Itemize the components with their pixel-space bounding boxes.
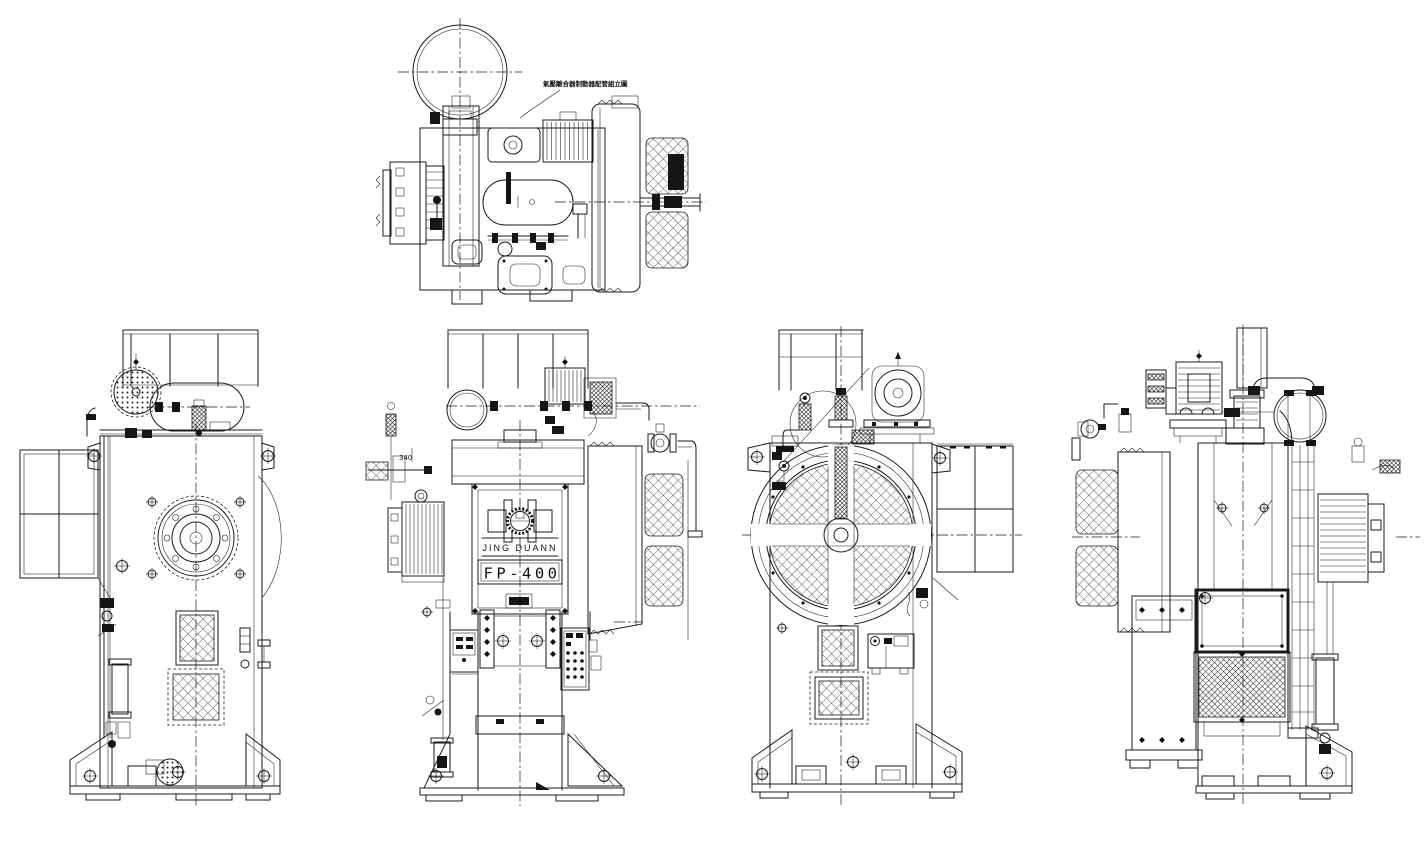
slide-guides xyxy=(479,609,561,669)
railing-front xyxy=(447,329,589,389)
model-plate: FP-400 xyxy=(477,559,563,585)
column-right-view xyxy=(1196,389,1289,787)
body-rear xyxy=(747,442,951,789)
mesh-panel-lower-rear xyxy=(809,671,869,725)
side-motor-front xyxy=(387,489,445,583)
base-rear-view xyxy=(751,723,963,799)
top-pumps xyxy=(451,239,553,295)
clutch-guard-mesh-top xyxy=(645,137,689,269)
platform-left xyxy=(19,449,111,599)
front-view: 340 JING DUANN FP-400 xyxy=(365,329,703,806)
control-box-left xyxy=(449,629,479,673)
dense-mesh-panel xyxy=(1193,651,1291,723)
flywheel-edge-arc xyxy=(257,475,282,599)
annotation-label: 氣壓離合器制動器配管組立圖 xyxy=(543,79,628,88)
drive-shaft-top xyxy=(639,193,701,212)
base-right-view xyxy=(1195,725,1353,800)
hydraulic-unit xyxy=(867,633,915,675)
rear-fittings xyxy=(772,452,929,635)
shaft-end-circle xyxy=(446,389,488,431)
valve-far-left xyxy=(1071,403,1132,461)
columns-and-bed xyxy=(449,611,591,791)
railing-left xyxy=(122,329,259,387)
mesh-panel-upper-left xyxy=(175,610,219,666)
control-panel-right xyxy=(560,627,602,691)
left-column-gadgets xyxy=(420,578,454,778)
base-left-view xyxy=(69,731,281,801)
top-pump-plate xyxy=(487,127,541,163)
guard-diagonal xyxy=(782,367,870,463)
brake-rod-top xyxy=(828,388,875,445)
left-side-view xyxy=(19,329,282,806)
top-motor-fins xyxy=(542,111,594,163)
mesh-panel-lower-left xyxy=(167,668,225,726)
clutch-hub xyxy=(153,495,239,581)
left-elbow-pipe xyxy=(86,407,96,437)
mesh-panel-upper-rear xyxy=(817,625,859,671)
lube-pump xyxy=(127,758,187,787)
air-tank-left xyxy=(148,382,250,436)
model-label: FP-400 xyxy=(484,565,561,583)
main-motor-front xyxy=(544,356,586,405)
top-body xyxy=(419,95,606,305)
top-left-motor xyxy=(375,161,445,245)
dimension-340: 340 xyxy=(365,402,432,500)
logo-emblem xyxy=(487,499,553,543)
air-filter-rear xyxy=(771,392,812,452)
railing-rear xyxy=(778,329,864,391)
air-tank-right xyxy=(1222,377,1327,446)
brand-plate: JING DUANN xyxy=(481,537,559,557)
pulley-circle xyxy=(789,390,857,458)
serial-plate xyxy=(505,593,533,609)
cabinet-right-view xyxy=(1125,595,1203,769)
right-side-view xyxy=(1071,325,1420,806)
cylinder-right-view xyxy=(1311,653,1339,754)
platform-rear xyxy=(932,443,1014,601)
ladder-slide xyxy=(1279,410,1319,739)
counterbalance-block xyxy=(1317,437,1401,654)
top-view: 氣壓離合器制動器配管組立圖 xyxy=(375,18,706,305)
top-piping xyxy=(430,196,588,257)
rear-view xyxy=(742,326,1022,806)
clutch-housing-top xyxy=(591,95,641,293)
dimension-label: 340 xyxy=(399,454,412,462)
mesh-panels-right-view xyxy=(1075,447,1171,633)
air-tank-top xyxy=(482,172,574,226)
brand-label: JING DUANN xyxy=(482,543,557,553)
body-right-fittings xyxy=(239,627,271,669)
base-front-view xyxy=(419,732,625,802)
railing-post-right xyxy=(1236,327,1268,389)
die-window xyxy=(1194,588,1290,654)
top-annotation: 氣壓離合器制動器配管組立圖 xyxy=(519,79,628,119)
belt-guard-front xyxy=(587,441,689,640)
main-motor-rear xyxy=(859,352,935,443)
motor-right xyxy=(1145,350,1227,443)
body-left xyxy=(85,421,277,789)
clutch-band-front xyxy=(583,377,617,419)
flywheel-guard xyxy=(750,444,932,626)
motor-fan-left xyxy=(110,354,162,418)
left-pipe-run xyxy=(97,435,117,739)
